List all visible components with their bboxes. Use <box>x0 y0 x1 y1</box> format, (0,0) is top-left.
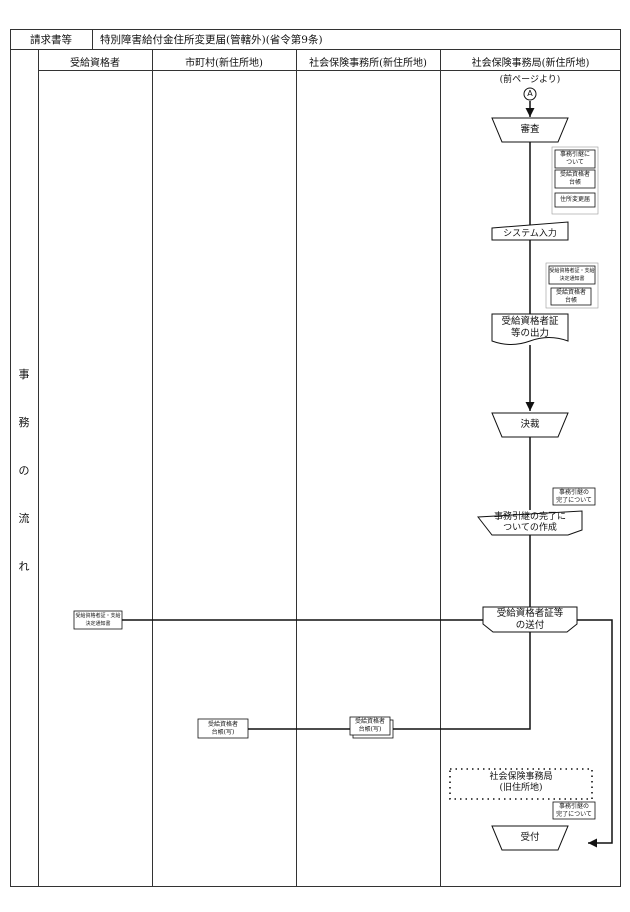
document-icon <box>554 169 596 189</box>
output-node <box>491 313 569 345</box>
doc-label: 受給資格者証・支給決定通知書 <box>75 613 121 627</box>
doc-label: 受給資格者証・支給決定通知書 <box>549 268 595 282</box>
side-label-char: れ <box>18 560 30 573</box>
review-label: 審査 <box>520 124 540 135</box>
side-column-divider <box>38 50 39 887</box>
receive-label: 受付 <box>520 832 540 843</box>
document-icon <box>197 718 249 739</box>
header-divider <box>92 29 93 50</box>
doc-label: 事務引継の完了について <box>556 489 592 504</box>
send-label: 受給資格者証等の送付 <box>496 608 564 631</box>
header-band <box>10 29 621 50</box>
lane-divider <box>440 50 441 887</box>
lane-header-line <box>38 70 621 71</box>
review-node <box>491 117 569 143</box>
side-label-char: 務 <box>18 416 30 429</box>
doc-label: 受給資格者台帳(写) <box>207 721 238 736</box>
system-input-label: システム入力 <box>503 229 557 239</box>
header-label: 請求書等 <box>30 34 72 46</box>
document-icon <box>552 801 596 820</box>
doc-label: 事務引継について <box>559 151 590 166</box>
doc-label: 受給資格者台帳 <box>559 171 590 186</box>
flow-table <box>10 50 621 887</box>
document-icon <box>554 192 596 208</box>
header-title: 特別障害給付金住所変更届(管轄外)(省令第9条) <box>100 34 323 46</box>
side-label-char: 事 <box>18 368 30 381</box>
doc-label: 住所変更届 <box>559 196 590 203</box>
lane-header-social-insurance-office: 社会保険事務所(新住所地) <box>309 58 427 69</box>
flow-line <box>577 619 613 848</box>
lane-divider <box>296 50 297 887</box>
doc-label: 事務引継の完了について <box>556 803 592 818</box>
connector-a-label: A <box>527 89 533 98</box>
document-icon <box>548 265 596 285</box>
flow-line <box>393 632 531 730</box>
completion-node <box>477 510 583 536</box>
document-icon <box>554 149 596 169</box>
approval-node <box>491 412 569 438</box>
completion-label: 事務引継の完了についての作成 <box>493 512 566 533</box>
document-icon <box>552 487 596 506</box>
side-label-char: 流 <box>18 512 30 525</box>
document-icon <box>73 610 123 630</box>
system-input-node <box>491 221 569 241</box>
lane-header-recipient: 受給資格者 <box>70 58 120 69</box>
send-node <box>482 606 578 633</box>
approval-label: 決裁 <box>520 419 540 430</box>
side-label-char: の <box>18 464 30 477</box>
connector-a <box>523 87 537 101</box>
document-icon <box>349 716 391 736</box>
old-office-box <box>449 768 593 800</box>
lane-header-municipality: 市町村(新住所地) <box>185 58 263 69</box>
receive-node <box>491 825 569 851</box>
from-previous-page: (前ページより) <box>499 75 561 85</box>
lane-divider <box>152 50 153 887</box>
document-icon <box>550 287 592 306</box>
doc-label: 受給資格者台帳(写) <box>354 718 385 733</box>
output-label: 受給資格者証等の出力 <box>501 316 559 339</box>
doc-label: 受給資格者台帳 <box>555 289 586 304</box>
old-office-label: 社会保険事務局(旧住所地) <box>489 772 553 793</box>
lane-header-social-insurance-bureau: 社会保険事務局(新住所地) <box>471 58 590 69</box>
